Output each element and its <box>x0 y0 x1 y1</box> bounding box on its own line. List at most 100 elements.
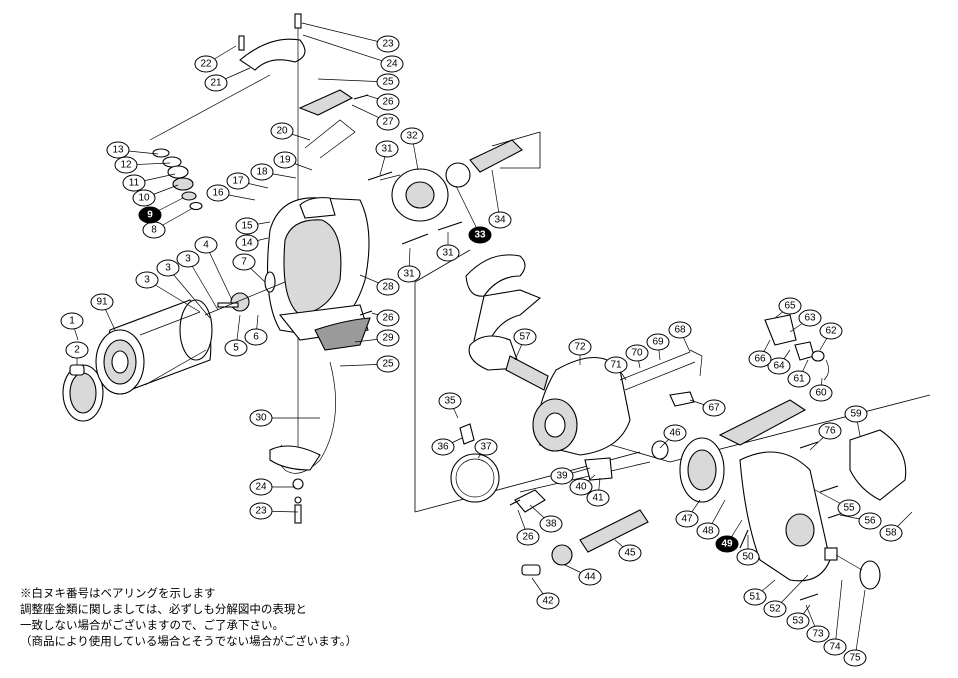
part-number-20: 20 <box>276 126 288 137</box>
part-number-15: 15 <box>241 221 253 232</box>
leader-line-24 <box>302 34 393 65</box>
part-number-1: 1 <box>69 316 75 327</box>
part-number-9: 9 <box>147 210 153 221</box>
part-callout-51: 51 <box>743 588 767 606</box>
part-number-3: 3 <box>144 275 150 286</box>
part-number-68: 68 <box>674 325 686 336</box>
bail-assembly <box>238 13 356 524</box>
part-callout-12: 12 <box>114 156 138 174</box>
part-callout-28: 28 <box>376 278 400 296</box>
part-callout-25: 25 <box>376 73 400 91</box>
part-callout-61: 61 <box>787 370 811 388</box>
part-callout-23: 23 <box>249 502 273 520</box>
note-washer-disclaimer-2: 一致しない場合がございますので、ご了承下さい。 <box>20 620 285 632</box>
part-callout-6: 6 <box>244 328 268 346</box>
part-callouts: 1233345678910111213141516171819202122232… <box>60 35 903 667</box>
part-callout-56: 56 <box>858 512 882 530</box>
part-callout-37: 37 <box>474 438 498 456</box>
oscillation-parts <box>459 391 695 576</box>
part-callout-19: 19 <box>273 151 297 169</box>
leader-line-75 <box>854 589 866 659</box>
part-callout-40: 40 <box>569 478 593 496</box>
part-number-31: 31 <box>381 144 393 155</box>
part-number-46: 46 <box>669 428 681 439</box>
part-number-70: 70 <box>631 348 643 359</box>
part-callout-49: 49 <box>715 535 739 553</box>
part-callout-52: 52 <box>763 600 787 618</box>
part-callout-11: 11 <box>122 174 146 192</box>
part-number-34: 34 <box>494 215 506 226</box>
rotor <box>204 197 371 351</box>
part-number-25: 25 <box>382 359 394 370</box>
part-number-53: 53 <box>792 616 804 627</box>
part-callout-29: 29 <box>376 329 400 347</box>
part-callout-15: 15 <box>235 217 259 235</box>
part-number-52: 52 <box>769 604 781 615</box>
notes-block: ※白ヌキ番号はベアリングを示します 調整座金類に関しましては、必ずしも分解図中の… <box>20 586 480 650</box>
part-number-74: 74 <box>829 642 841 653</box>
note-bearing-legend: ※白ヌキ番号はベアリングを示します <box>20 588 216 600</box>
leader-line-4 <box>205 244 233 301</box>
part-callout-4: 4 <box>194 236 218 254</box>
part-callout-48: 48 <box>696 522 720 540</box>
part-number-26: 26 <box>382 313 394 324</box>
part-number-26: 26 <box>382 97 394 108</box>
part-number-61: 61 <box>793 374 805 385</box>
part-number-39: 39 <box>556 471 568 482</box>
part-number-73: 73 <box>812 629 824 640</box>
part-number-51: 51 <box>749 592 761 603</box>
part-callout-21: 21 <box>204 74 228 92</box>
part-number-23: 23 <box>382 39 394 50</box>
part-number-18: 18 <box>256 167 268 178</box>
part-number-66: 66 <box>754 354 766 365</box>
part-callout-62: 62 <box>819 322 843 340</box>
part-callout-24: 24 <box>380 55 404 73</box>
part-number-22: 22 <box>200 59 212 70</box>
part-callout-3: 3 <box>156 259 180 277</box>
part-callout-33: 33 <box>468 226 492 244</box>
part-callout-42: 42 <box>536 592 560 610</box>
part-number-3: 3 <box>185 254 191 265</box>
part-callout-50: 50 <box>736 548 760 566</box>
part-number-56: 56 <box>864 516 876 527</box>
part-number-59: 59 <box>850 409 862 420</box>
part-callout-60: 60 <box>809 384 833 402</box>
part-number-29: 29 <box>382 333 394 344</box>
part-callout-14: 14 <box>235 234 259 252</box>
pinion-group <box>379 139 523 222</box>
part-number-4: 4 <box>203 240 209 251</box>
part-callout-36: 36 <box>431 438 455 456</box>
part-number-24: 24 <box>386 59 398 70</box>
part-number-65: 65 <box>784 301 796 312</box>
part-callout-55: 55 <box>837 499 861 517</box>
part-number-26: 26 <box>522 532 534 543</box>
part-callout-34: 34 <box>488 211 512 229</box>
part-callout-16: 16 <box>206 184 230 202</box>
leader-line-25 <box>317 78 389 83</box>
part-callout-44: 44 <box>578 568 602 586</box>
part-callout-38: 38 <box>539 515 563 533</box>
part-callout-31: 31 <box>436 244 460 262</box>
part-callout-63: 63 <box>798 309 822 327</box>
part-callout-26: 26 <box>516 528 540 546</box>
part-callout-74: 74 <box>823 638 847 656</box>
part-callout-31: 31 <box>397 265 421 283</box>
part-callout-10: 10 <box>132 189 156 207</box>
part-number-41: 41 <box>592 493 604 504</box>
part-callout-13: 13 <box>106 141 130 159</box>
part-number-2: 2 <box>74 345 80 356</box>
part-number-55: 55 <box>843 503 855 514</box>
part-callout-1: 1 <box>60 312 84 330</box>
anti-reverse-parts <box>619 314 829 391</box>
part-number-44: 44 <box>584 572 596 583</box>
part-callout-3: 3 <box>176 250 200 268</box>
part-number-67: 67 <box>708 403 720 414</box>
part-number-23: 23 <box>255 506 267 517</box>
part-callout-47: 47 <box>675 510 699 528</box>
part-number-27: 27 <box>382 117 394 128</box>
part-number-69: 69 <box>652 337 664 348</box>
part-callout-23: 23 <box>376 35 400 53</box>
screws <box>353 94 847 601</box>
part-number-42: 42 <box>542 596 554 607</box>
part-number-12: 12 <box>120 160 132 171</box>
